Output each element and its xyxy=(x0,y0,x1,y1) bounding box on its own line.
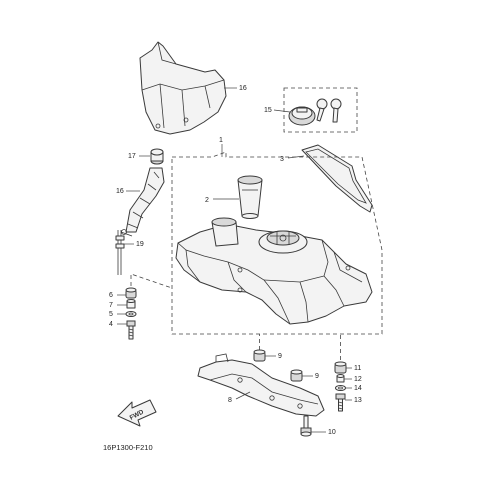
callout-6: 6 xyxy=(109,292,113,299)
callout-9-lower: 9 xyxy=(315,373,319,380)
part-13-bolt-right xyxy=(335,393,346,412)
part-3-plate xyxy=(301,144,373,213)
callout-19: 19 xyxy=(136,241,144,248)
callout-3: 3 xyxy=(280,156,284,163)
part-6-damper-left xyxy=(125,287,137,299)
callout-9-upper: 9 xyxy=(278,353,282,360)
callout-2: 2 xyxy=(205,197,209,204)
callout-15: 15 xyxy=(264,107,272,114)
diagram-code: 16P1300-F210 xyxy=(103,443,153,452)
callout-11: 11 xyxy=(354,365,361,372)
part-9-damper-upper xyxy=(253,349,266,362)
callout-5: 5 xyxy=(109,311,113,318)
callout-14: 14 xyxy=(354,385,362,392)
callout-17: 17 xyxy=(128,153,136,160)
part-12-collar-right xyxy=(336,374,345,383)
callout-13: 13 xyxy=(354,397,362,404)
part-15-lock-set xyxy=(283,87,358,133)
part-16-hose xyxy=(125,167,165,233)
part-8-bracket xyxy=(197,353,325,417)
part-19-rod xyxy=(115,229,133,275)
part-14-washer-right xyxy=(335,385,346,391)
callout-16-hose: 16 xyxy=(116,188,124,195)
part-11-damper-right xyxy=(334,361,347,374)
part-4-bolt-left xyxy=(126,320,136,340)
fwd-arrow-icon: FWD xyxy=(117,399,157,427)
callout-12: 12 xyxy=(354,376,362,383)
part-7-collar-left xyxy=(126,299,136,309)
callout-4: 4 xyxy=(109,321,113,328)
part-16-cover xyxy=(139,41,227,135)
part-5-washer-left xyxy=(125,311,137,317)
callout-16-top: 16 xyxy=(239,85,247,92)
callout-7: 7 xyxy=(109,302,113,309)
callout-1: 1 xyxy=(219,137,223,144)
part-10-bolt xyxy=(300,415,312,437)
part-2-strainer xyxy=(237,175,263,219)
callout-8: 8 xyxy=(228,397,232,404)
callout-10: 10 xyxy=(328,429,336,436)
fuel-tank xyxy=(175,217,373,325)
part-17-clamp xyxy=(150,148,164,165)
part-9-damper-lower xyxy=(290,369,303,382)
